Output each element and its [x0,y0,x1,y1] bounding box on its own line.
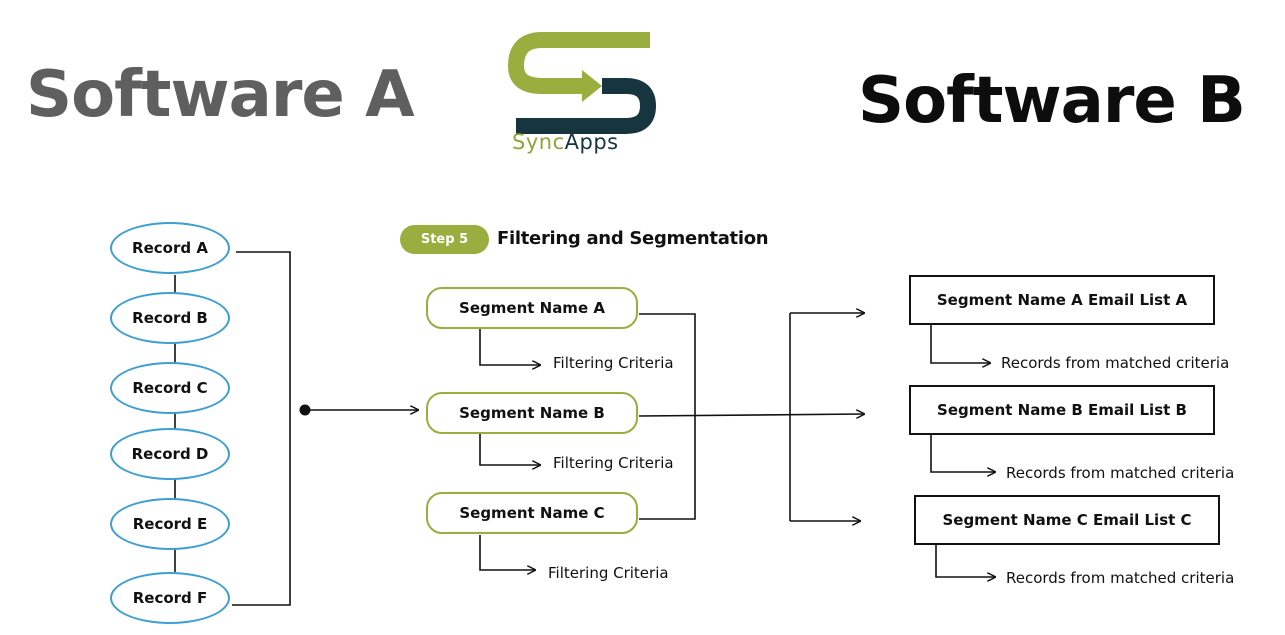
email-list-c-caption: Records from matched criteria [1006,569,1235,587]
step-badge: Step 5 [400,225,489,254]
syncapps-logo-icon [507,32,656,134]
records-bracket [232,251,291,606]
record-f: Record F [110,572,230,624]
segment-b: Segment Name B [426,392,638,434]
record-c: Record C [110,362,230,414]
logo-text-apps: Apps [564,130,619,154]
software-a-title: Software A [26,58,415,132]
software-b-title: Software B [858,64,1246,138]
email-list-b: Segment Name B Email List B [909,385,1215,435]
list-caption-arrow-a [930,325,990,363]
record-d: Record D [110,428,230,480]
syncapps-logo-text: SyncApps [512,130,619,154]
segment-a: Segment Name A [426,287,638,329]
records-join-dot [299,404,311,416]
email-list-c: Segment Name C Email List C [914,495,1220,545]
list-caption-arrow-b [930,435,995,472]
criteria-arrow-a [479,329,540,365]
criteria-arrow-c [479,535,535,570]
email-list-a: Segment Name A Email List A [909,275,1215,325]
segment-c: Segment Name C [426,492,638,534]
segments-to-lists-arrow [638,414,864,416]
email-list-b-caption: Records from matched criteria [1006,464,1235,482]
segment-c-criteria: Filtering Criteria [548,564,669,582]
record-a: Record A [110,222,230,274]
list-caption-arrow-c [935,545,995,577]
logo-text-sync: Sync [512,130,565,154]
step-title: Filtering and Segmentation [497,228,769,249]
segment-b-criteria: Filtering Criteria [553,454,674,472]
record-e: Record E [110,498,230,550]
email-list-a-caption: Records from matched criteria [1001,354,1230,372]
segment-a-criteria: Filtering Criteria [553,354,674,372]
criteria-arrow-b [479,434,540,465]
segments-bracket [639,313,696,520]
record-b: Record B [110,292,230,344]
